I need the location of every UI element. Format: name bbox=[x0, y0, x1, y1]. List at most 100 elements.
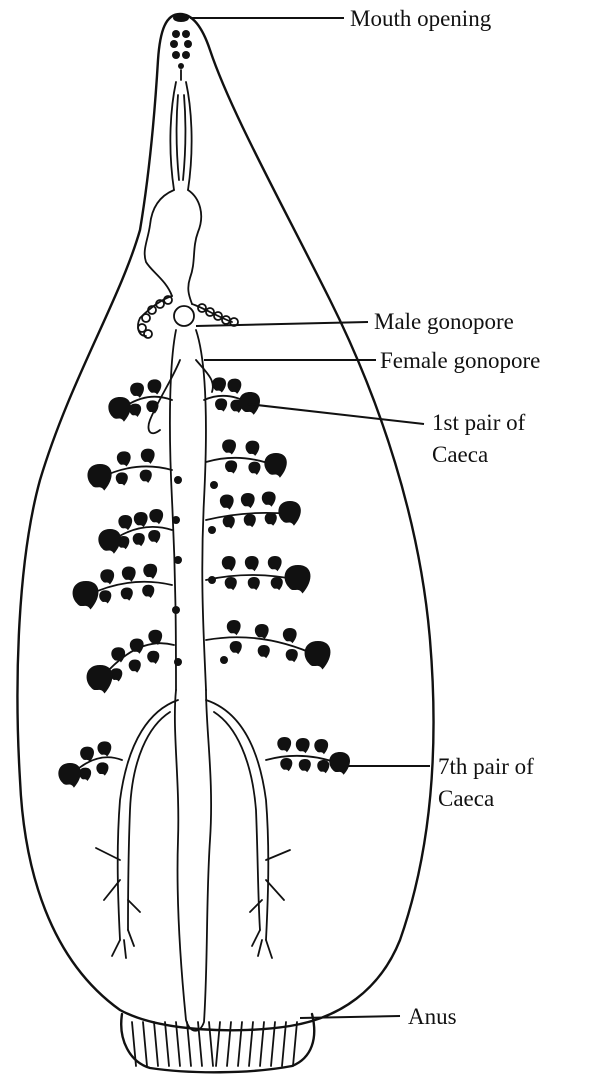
caeca-lobe bbox=[225, 577, 237, 590]
gut-granule bbox=[208, 576, 216, 584]
caeca-lobe bbox=[246, 441, 260, 456]
caeca-branchlet bbox=[96, 848, 120, 860]
caeca-lobe bbox=[283, 628, 297, 643]
caeca-branchlet bbox=[250, 900, 262, 912]
gut-granule bbox=[172, 606, 180, 614]
caeca-lobe bbox=[122, 567, 136, 582]
label-male-gonopore: Male gonopore bbox=[374, 309, 514, 334]
caeca-branchlet bbox=[128, 900, 140, 912]
sucker-stripe bbox=[227, 1022, 231, 1066]
sucker-stripe bbox=[176, 1022, 180, 1066]
caeca-lobe bbox=[255, 624, 269, 639]
caeca-lobe bbox=[227, 620, 241, 635]
caeca-lobe bbox=[230, 641, 242, 654]
caeca-branchlet bbox=[266, 850, 290, 860]
genital-ring bbox=[138, 296, 238, 338]
gut-granule bbox=[210, 481, 218, 489]
caeca-lobe bbox=[222, 439, 236, 454]
label-female-gonopore: Female gonopore bbox=[380, 348, 540, 373]
caeca-lobe bbox=[147, 651, 159, 664]
caeca-lobe bbox=[129, 404, 141, 417]
caeca-lobe bbox=[220, 495, 234, 510]
caeca-lobe bbox=[317, 760, 329, 773]
caeca-lobe bbox=[299, 759, 311, 772]
caeca-lobe bbox=[133, 533, 145, 546]
gut-granule bbox=[172, 516, 180, 524]
caeca-lobe bbox=[146, 400, 158, 413]
caeca-lobe bbox=[148, 379, 162, 394]
caeca-lobe bbox=[244, 514, 256, 527]
caeca-lobe bbox=[141, 449, 155, 464]
caeca-lobe bbox=[98, 741, 112, 756]
coil-bead bbox=[142, 314, 150, 322]
pharynx bbox=[145, 14, 202, 304]
caeca-lobe bbox=[99, 590, 111, 603]
caeca-lobe bbox=[143, 564, 157, 579]
caeca-lobe bbox=[264, 453, 286, 478]
caeca-lobe bbox=[245, 556, 259, 571]
caeca-lobe bbox=[87, 665, 113, 694]
gut-granule bbox=[174, 556, 182, 564]
gut-granule bbox=[208, 526, 216, 534]
caeca-lobe bbox=[73, 581, 99, 610]
sucker-stripe bbox=[216, 1022, 220, 1066]
sucker-stripe bbox=[249, 1022, 253, 1066]
caeca-lobe bbox=[130, 383, 144, 398]
sucker-stripe bbox=[293, 1022, 297, 1066]
label-seventh-caeca-line2: Caeca bbox=[438, 786, 494, 811]
gut-trunk bbox=[148, 330, 212, 1031]
caeca-lobe bbox=[100, 569, 114, 584]
caeca-lobe bbox=[248, 577, 260, 590]
label-first-caeca-line1: 1st pair of bbox=[432, 410, 526, 435]
sucker-stripe bbox=[282, 1022, 286, 1066]
caeca-lobe bbox=[271, 577, 283, 590]
caeca-lobe bbox=[222, 556, 236, 571]
caeca-lobe bbox=[314, 739, 328, 754]
caeca-lobe bbox=[118, 515, 132, 530]
label-anus: Anus bbox=[408, 1004, 457, 1029]
caeca-lobe bbox=[248, 462, 260, 475]
caeca-lobe bbox=[277, 737, 291, 752]
label-mouth-opening: Mouth opening bbox=[350, 6, 492, 31]
caeca-lobe bbox=[134, 512, 148, 527]
sucker-stripe bbox=[154, 1022, 158, 1066]
caeca-lobe bbox=[278, 501, 300, 526]
posterior-sucker bbox=[121, 1014, 314, 1072]
caeca-lobe bbox=[116, 472, 128, 485]
caeca-lobe bbox=[140, 470, 152, 483]
caeca-lobe bbox=[223, 516, 235, 529]
caeca-lobe bbox=[108, 397, 130, 422]
label-seventh-caeca-line1: 7th pair of bbox=[438, 754, 534, 779]
posterior-gut-arms bbox=[112, 700, 272, 958]
caeca-lobe bbox=[87, 464, 111, 491]
caeca-lobe bbox=[285, 565, 311, 594]
caeca-lobe bbox=[305, 641, 331, 670]
caeca-lobe bbox=[296, 738, 310, 753]
caeca-lobe bbox=[58, 763, 80, 788]
caeca-lobe bbox=[149, 509, 163, 524]
gut-granule bbox=[174, 658, 182, 666]
caeca-lobe bbox=[98, 529, 120, 554]
caeca-lobe bbox=[228, 379, 242, 394]
caeca-lobe bbox=[79, 768, 91, 781]
caeca-lobe bbox=[215, 398, 227, 411]
caeca-lobe bbox=[121, 588, 133, 601]
sucker-stripe bbox=[165, 1022, 169, 1066]
caeca-lobe bbox=[117, 451, 131, 466]
sucker-stripe bbox=[209, 1022, 213, 1066]
caeca-lobe bbox=[280, 758, 292, 771]
caeca-lobe bbox=[212, 377, 226, 392]
caeca-lobe bbox=[258, 645, 270, 658]
gut-granule bbox=[174, 476, 182, 484]
caeca-lobe bbox=[241, 493, 255, 508]
caeca-lobe bbox=[225, 460, 237, 473]
caeca-lobe bbox=[286, 649, 298, 662]
caeca-lobe bbox=[268, 556, 282, 571]
caeca-lobe bbox=[329, 752, 350, 775]
sucker-stripe bbox=[238, 1022, 242, 1066]
caeca-lobe bbox=[129, 660, 141, 673]
caeca-lobe bbox=[96, 762, 108, 775]
caeca-lobe bbox=[148, 530, 160, 543]
sucker-stripe bbox=[143, 1022, 147, 1066]
